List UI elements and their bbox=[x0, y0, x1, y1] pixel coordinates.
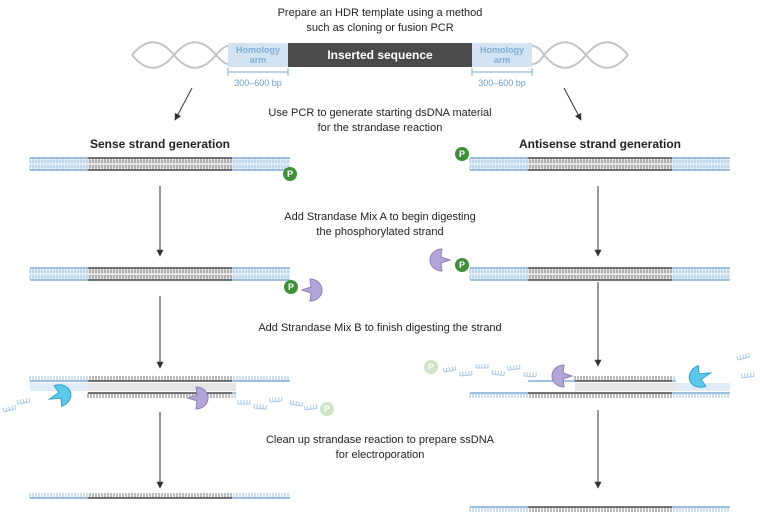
left-homology-arm-label-1: Homology bbox=[236, 45, 280, 55]
right-helix bbox=[531, 41, 629, 69]
step-mix-a-line-2: the phosphorylated strand bbox=[316, 226, 443, 238]
antisense-phosphate-bound: P bbox=[455, 258, 469, 272]
antisense-column-heading: Antisense strand generation bbox=[519, 137, 681, 151]
right-homology-arm-label-1: Homology bbox=[480, 45, 524, 55]
svg-text:P: P bbox=[428, 362, 434, 372]
step-mix-b: Add Strandase Mix B to finish digesting … bbox=[258, 322, 501, 334]
arrow-to-sense bbox=[174, 87, 193, 121]
svg-text:P: P bbox=[459, 149, 465, 159]
svg-text:P: P bbox=[459, 260, 465, 270]
sense-phosphate: P bbox=[283, 167, 297, 181]
sense-dsdna-start bbox=[29, 157, 290, 171]
svg-text:P: P bbox=[324, 404, 330, 414]
right-homology-arm bbox=[472, 43, 532, 67]
left-arm-length-bracket bbox=[227, 68, 289, 76]
left-arm-length-label: 300–600 bp bbox=[234, 78, 282, 88]
step-cleanup-line-2: for electroporation bbox=[336, 449, 425, 461]
left-homology-arm-label-2: arm bbox=[250, 55, 267, 65]
right-arm-length-label: 300–600 bp bbox=[478, 78, 526, 88]
antisense-phosphate-released: P bbox=[424, 360, 438, 374]
inserted-sequence-label: Inserted sequence bbox=[327, 48, 433, 62]
right-arm-length-bracket bbox=[471, 68, 533, 76]
svg-text:P: P bbox=[287, 169, 293, 179]
right-homology-arm-label-2: arm bbox=[494, 55, 511, 65]
step-pcr-line-1: Use PCR to generate starting dsDNA mater… bbox=[268, 107, 491, 119]
antisense-enzyme-a-b bbox=[551, 364, 574, 388]
antisense-dsdna-start bbox=[469, 157, 730, 171]
sense-released-nucleotides bbox=[2, 396, 318, 413]
sense-ssdna-product bbox=[29, 493, 290, 499]
left-helix bbox=[131, 41, 229, 69]
antisense-phosphate: P bbox=[455, 147, 469, 161]
sense-column-heading: Sense strand generation bbox=[90, 137, 230, 151]
sense-dsdna-mix-a bbox=[29, 267, 290, 281]
sense-phosphate-bound: P bbox=[284, 280, 298, 294]
title-line-2: such as cloning or fusion PCR bbox=[306, 22, 453, 34]
antisense-enzyme-b bbox=[688, 364, 713, 388]
sense-enzyme-b bbox=[47, 384, 72, 408]
step-mix-a-line-1: Add Strandase Mix A to begin digesting bbox=[284, 211, 475, 223]
step-pcr-line-2: for the strandase reaction bbox=[318, 122, 443, 134]
arrow-to-antisense bbox=[563, 87, 582, 121]
title-line-1: Prepare an HDR template using a method bbox=[278, 7, 483, 19]
left-homology-arm bbox=[228, 43, 288, 67]
antisense-dsdna-mix-a bbox=[469, 267, 730, 281]
sense-phosphate-released: P bbox=[320, 402, 334, 416]
inserted-sequence-block bbox=[288, 43, 472, 67]
sense-enzyme-a-b bbox=[186, 386, 209, 410]
antisense-enzyme-a bbox=[429, 248, 452, 272]
antisense-ssdna-product bbox=[469, 506, 730, 512]
step-cleanup-line-1: Clean up strandase reaction to prepare s… bbox=[266, 434, 495, 446]
svg-text:P: P bbox=[288, 282, 294, 292]
hdr-template-construct: Homology arm Inserted sequence Homology … bbox=[131, 41, 629, 88]
antisense-released-nucleotides bbox=[442, 352, 755, 379]
sense-enzyme-a bbox=[300, 278, 323, 302]
